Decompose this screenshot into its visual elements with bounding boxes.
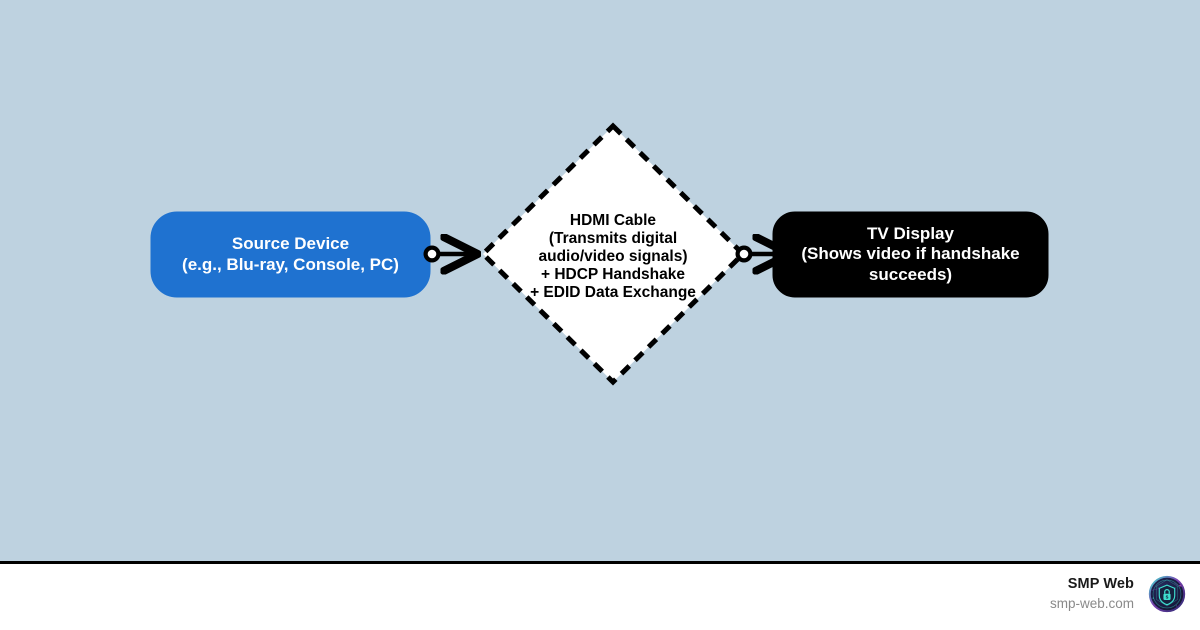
edge-cable-to-tv-start-dot-inner — [739, 249, 749, 259]
page-footer: SMP Web smp-web.com — [0, 564, 1200, 630]
node-tv-display[interactable] — [772, 211, 1049, 298]
footer-divider — [0, 561, 1200, 564]
brand-name: SMP Web — [1067, 576, 1134, 593]
diagram-stage — [150, 122, 1049, 386]
brand-url: smp-web.com — [1049, 595, 1134, 611]
shield-lock-icon: $ — [1148, 575, 1186, 613]
brand-block[interactable]: SMP Web smp-web.com — [1050, 575, 1186, 613]
node-source-device[interactable] — [150, 211, 431, 298]
node-hdmi-cable[interactable] — [479, 122, 747, 386]
edge-source-to-cable — [423, 246, 477, 263]
edge-source-to-cable-start-dot-inner — [427, 249, 437, 259]
edge-cable-to-tv — [735, 246, 789, 263]
svg-text:$: $ — [1166, 595, 1169, 601]
brand-text-block: SMP Web smp-web.com — [1050, 575, 1134, 613]
